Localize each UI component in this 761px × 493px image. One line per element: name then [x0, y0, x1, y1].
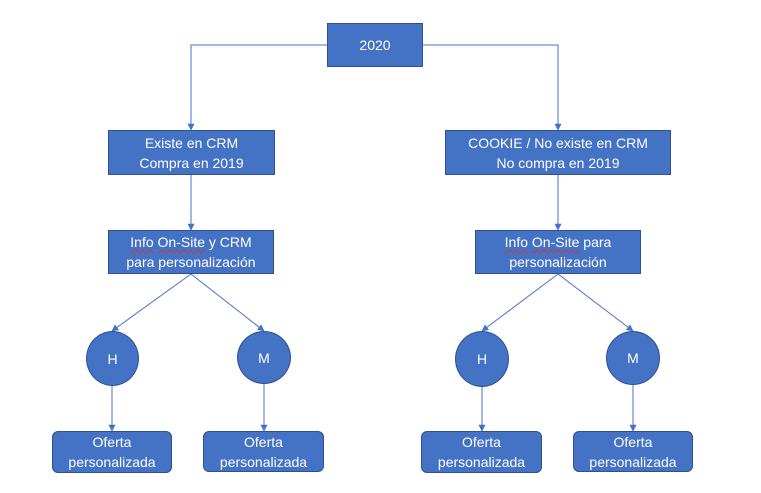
right-offer-h-line1: Oferta — [462, 434, 501, 450]
left-info-line2: para personalización — [126, 254, 256, 270]
left-info-word1: Info — [130, 234, 154, 250]
right-info-word1: Info — [504, 234, 529, 250]
right-info-rest1: para — [583, 234, 612, 250]
left-segment-node: Existe en CRM Compra en 2019 — [108, 130, 275, 175]
left-offer-h-line1: Oferta — [92, 434, 132, 450]
right-offer-h-node: Oferta personalizada — [421, 431, 542, 473]
right-gender-h-node: H — [455, 331, 509, 387]
left-offer-m-line2: personalizada — [219, 453, 308, 470]
left-segment-line2: Compra en 2019 — [139, 154, 244, 171]
left-gender-m-label: M — [258, 349, 270, 366]
connector-right-info-m — [557, 273, 634, 332]
connector-left-info-h — [111, 273, 192, 332]
connector-right-info-h — [481, 273, 559, 332]
root-node-2020: 2020 — [327, 23, 423, 67]
right-info-node: Info On-Site para personalización — [475, 230, 641, 274]
right-segment-node: COOKIE / No existe en CRM No compra en 2… — [445, 130, 671, 175]
right-offer-m-node: Oferta personalizada — [573, 431, 693, 472]
left-info-word2: On-Site — [157, 234, 206, 250]
left-gender-h-node: H — [86, 331, 139, 386]
connector-left-info-m — [190, 273, 265, 332]
right-segment-line2: No compra en 2019 — [496, 154, 620, 171]
left-offer-h-node: Oferta personalizada — [52, 431, 172, 473]
left-info-rest1: y CRM — [208, 234, 252, 250]
right-segment-line1: COOKIE / No existe en CRM — [468, 134, 648, 151]
left-offer-m-line1: Oferta — [244, 433, 283, 450]
right-info-line1: Info On-Site para — [505, 232, 612, 252]
right-offer-m-line2: personalizada — [589, 453, 677, 470]
connector-root-left — [187, 44, 327, 131]
left-gender-h-label: H — [107, 350, 118, 367]
left-offer-h-line2: personalizada — [68, 454, 156, 470]
right-offer-m-line1: Oferta — [613, 433, 653, 450]
right-info-line2: personalización — [509, 254, 607, 270]
left-segment-line1: Existe en CRM — [144, 134, 239, 151]
left-gender-m-node: M — [237, 331, 291, 384]
connector-root-right — [423, 44, 562, 131]
left-offer-m-node: Oferta personalizada — [203, 431, 324, 472]
right-gender-m-node: M — [606, 331, 660, 385]
root-label: 2020 — [359, 37, 391, 53]
right-gender-m-label: M — [627, 350, 639, 366]
right-offer-h-line2: personalizada — [437, 454, 526, 470]
right-gender-h-label: H — [476, 351, 488, 367]
left-info-line1: Info On-Site y CRM — [126, 232, 255, 252]
right-info-word2: On-Site — [531, 234, 580, 250]
left-info-node: Info On-Site y CRM para personalización — [108, 230, 274, 274]
